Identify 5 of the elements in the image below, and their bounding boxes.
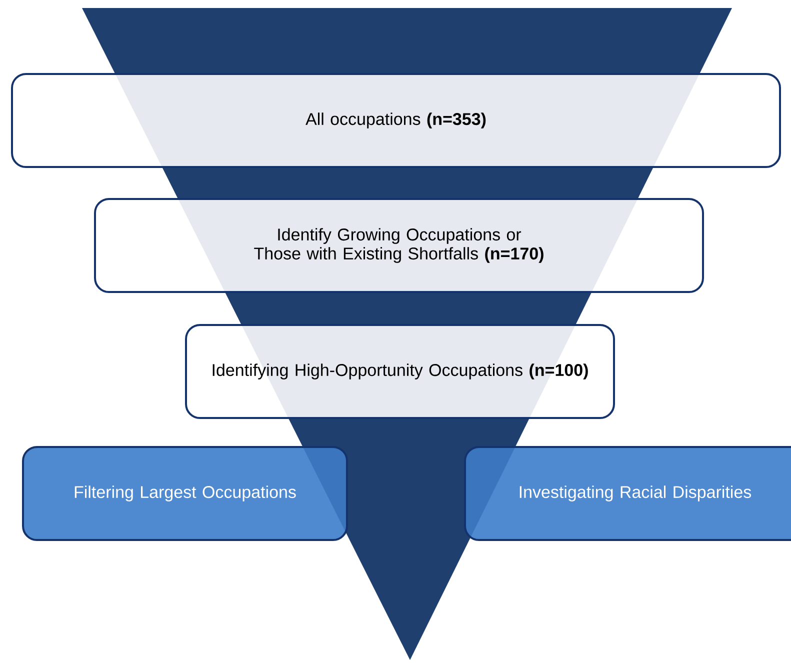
step-box: Identify Growing Occupations or Those with Existing Shortfalls (n=170)	[94, 198, 704, 293]
step-box: Investigating Racial Disparities	[464, 446, 791, 541]
step-box: Identifying High-Opportunity Occupations (n=100)	[185, 324, 615, 419]
step-box: Filtering Largest Occupations	[22, 446, 348, 541]
step-box: All occupations (n=353)	[11, 73, 782, 168]
